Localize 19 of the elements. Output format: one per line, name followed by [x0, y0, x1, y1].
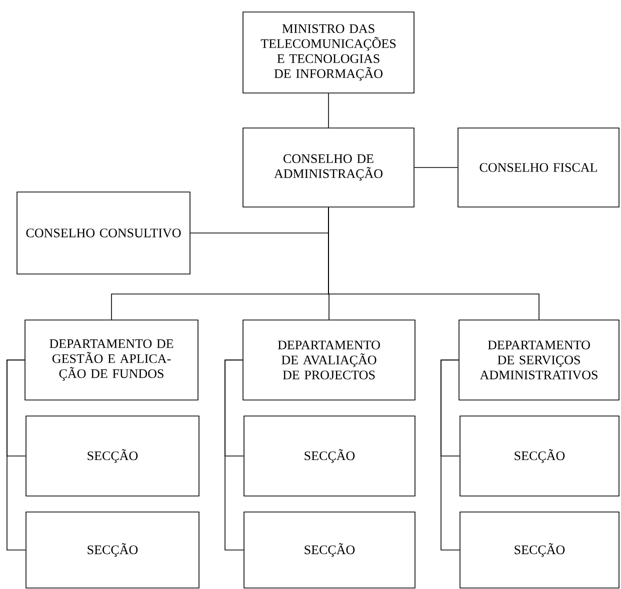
department-box: DEPARTAMENTO DE SERVIÇOS ADMINISTRATIVOS — [458, 320, 620, 400]
department-box: DEPARTAMENTO DE AVALIAÇÃO DE PROJECTOS — [242, 320, 416, 400]
connector-line — [6, 360, 26, 550]
department-box: DEPARTAMENTO DE GESTÃO E APLICA- ÇÃO DE FUNDOS — [24, 320, 198, 400]
connector-line — [224, 360, 244, 550]
ministry-box: MINISTRO DAS TELECOMUNICAÇÕES E TECNOLOGIAS DE INFORMAÇÃO — [242, 12, 414, 94]
connector-line — [414, 167, 458, 168]
connector-line — [328, 207, 540, 320]
connector-line — [440, 360, 460, 550]
board-box: CONSELHO CONSULTIVO — [16, 192, 190, 274]
board-box: CONSELHO FISCAL — [458, 128, 620, 208]
connector-line — [328, 93, 329, 128]
section-box: SECÇÃO — [244, 512, 416, 588]
section-box: SECÇÃO — [26, 416, 200, 496]
section-box: SECÇÃO — [460, 416, 620, 496]
section-box: SECÇÃO — [460, 512, 620, 588]
board-box: CONSELHO DE ADMINISTRAÇÃO — [242, 128, 414, 208]
section-box: SECÇÃO — [244, 416, 416, 496]
section-box: SECÇÃO — [26, 512, 200, 588]
